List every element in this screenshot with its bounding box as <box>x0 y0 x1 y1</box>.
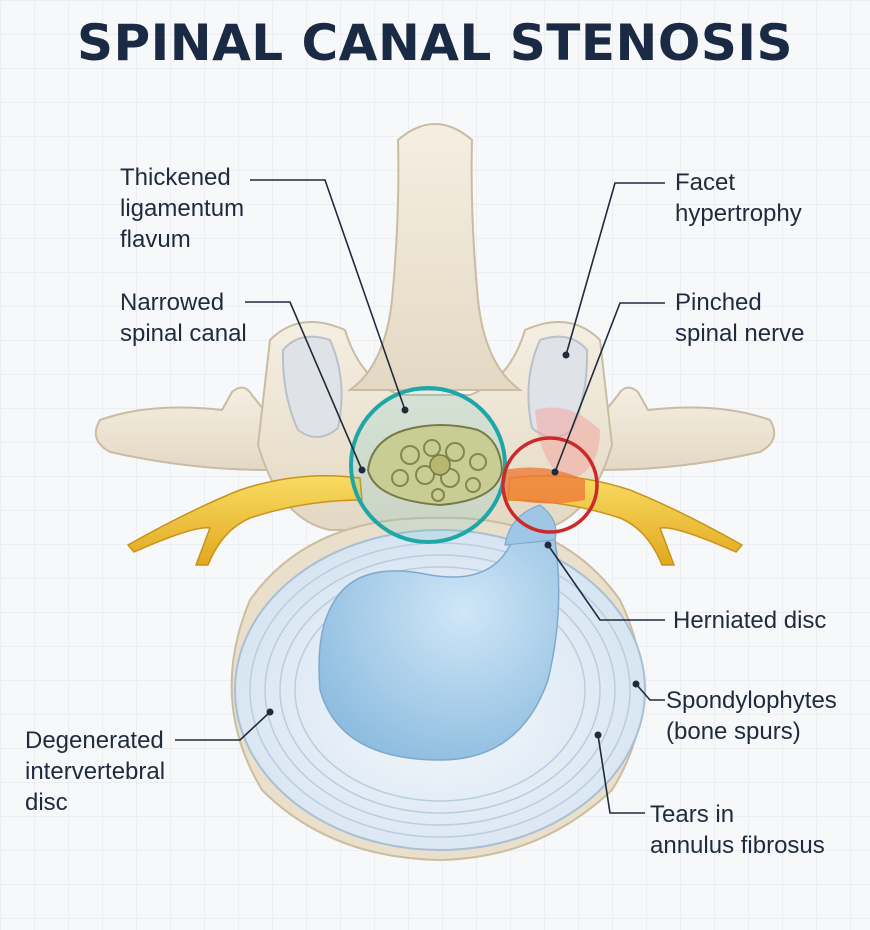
nerve-highlight-circle <box>501 436 599 534</box>
leader-narrowed <box>245 301 363 471</box>
label-ligamentum-line2: ligamentum <box>120 195 245 222</box>
leader-herniated <box>547 544 665 621</box>
label-ligamentum: Thickened ligamentum flavum <box>120 162 244 255</box>
spinal-cord-texture <box>391 439 487 502</box>
facet-inflammation <box>535 407 600 480</box>
label-pinched-line2: spinal nerve <box>675 320 805 347</box>
label-facet-line2: hypertrophy <box>675 200 802 227</box>
canal-highlight-circle <box>349 386 507 544</box>
label-tears-line2: annulus fibrosus <box>650 832 825 859</box>
label-narrowed-line2: spinal canal <box>120 320 247 347</box>
leader-facet <box>565 182 665 356</box>
label-facet: Facet hypertrophy <box>675 167 802 229</box>
label-degenerated-line1: Degenerated <box>25 727 164 754</box>
leader-spondylophytes <box>635 683 665 701</box>
label-degenerated-line2: intervertebral <box>25 758 166 785</box>
label-degenerated: Degenerated intervertebral disc <box>25 725 165 818</box>
spinous-process <box>346 123 524 391</box>
page-title: SPINAL CANAL STENOSIS <box>76 14 794 72</box>
label-tears: Tears in annulus fibrosus <box>650 799 825 861</box>
left-spinal-nerve <box>126 475 363 566</box>
label-narrowed-canal: Narrowed spinal canal <box>120 287 247 349</box>
label-spondylophytes: Spondylophytes (bone spurs) <box>666 685 837 747</box>
label-tears-line1: Tears in <box>650 801 735 828</box>
label-spondylophytes-line2: (bone spurs) <box>666 718 801 745</box>
nucleus-pulposus <box>318 530 560 761</box>
label-herniated-line1: Herniated disc <box>673 607 827 634</box>
label-ligamentum-line1: Thickened <box>120 164 231 191</box>
left-transverse-process <box>94 386 280 472</box>
leader-ligamentum <box>250 179 406 411</box>
label-degenerated-line3: disc <box>25 789 68 816</box>
leader-pinched <box>554 302 665 473</box>
left-facet-joint <box>281 335 343 438</box>
label-facet-line1: Facet <box>675 169 736 196</box>
label-pinched-nerve: Pinched spinal nerve <box>675 287 804 349</box>
leader-lines <box>175 179 665 814</box>
label-ligamentum-line3: flavum <box>120 226 191 253</box>
label-pinched-line1: Pinched <box>675 289 762 316</box>
label-herniated: Herniated disc <box>673 605 826 636</box>
leader-degenerated <box>175 711 271 741</box>
label-spondylophytes-line1: Spondylophytes <box>666 687 837 714</box>
pinched-nerve-compression <box>505 467 585 504</box>
right-transverse-process <box>590 386 776 472</box>
leader-tears <box>597 734 645 814</box>
label-narrowed-line1: Narrowed <box>120 289 225 316</box>
